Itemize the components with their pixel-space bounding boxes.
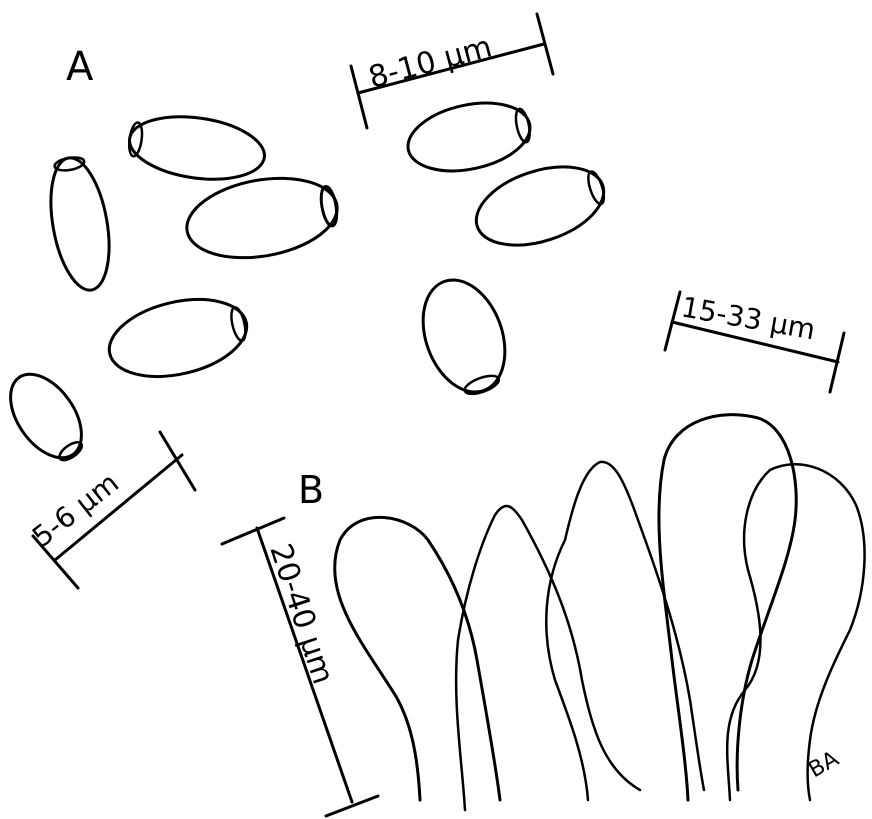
scale-label-spore-width: 5-6 μm <box>26 466 125 553</box>
scale-label-cystidia-width: 15-33 μm <box>679 290 818 346</box>
spore <box>42 153 118 294</box>
scale-label-spore-length: 8-10 μm <box>365 29 496 95</box>
germ-pore <box>57 439 85 464</box>
spore <box>181 167 344 268</box>
spore <box>125 109 268 187</box>
cystidium <box>456 506 640 810</box>
spore <box>408 269 519 405</box>
spore-group <box>0 93 614 472</box>
panel-a-label: A <box>66 44 94 90</box>
panel-b-label: B <box>298 468 324 512</box>
artist-signature: BA <box>805 746 844 783</box>
spore <box>402 93 537 181</box>
spore <box>466 152 613 259</box>
germ-pore <box>462 372 501 397</box>
scale-bar-cystidia-width: 15-33 μm <box>665 290 844 392</box>
scale-bar-cystidia-length: 20-40 μm <box>222 518 378 816</box>
cystidia-group <box>335 415 865 810</box>
spore <box>102 287 255 389</box>
cystidium <box>335 517 500 800</box>
scale-label-cystidia-length: 20-40 μm <box>262 540 340 689</box>
spore <box>0 361 97 472</box>
